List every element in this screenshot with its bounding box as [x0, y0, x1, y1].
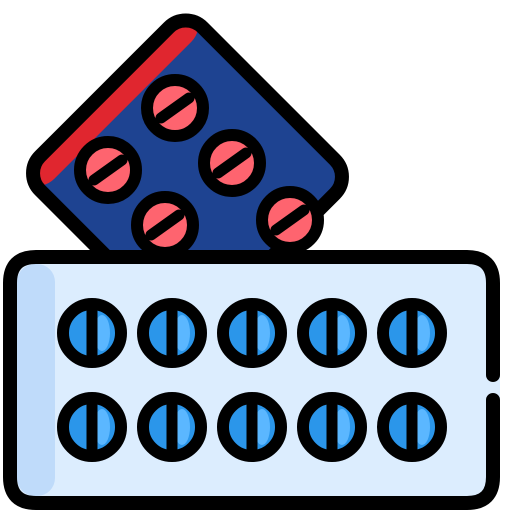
blue-pill — [217, 298, 287, 368]
red-pill — [74, 136, 142, 204]
front-pack-body — [10, 257, 500, 503]
blue-pill-group — [57, 298, 447, 462]
red-pill — [131, 191, 199, 259]
blue-pill — [137, 298, 207, 368]
blue-pill — [217, 392, 287, 462]
front-pack-outline — [3, 250, 500, 510]
blue-pill — [57, 298, 127, 368]
back-pack-red-edge — [29, 16, 198, 186]
blue-pill — [297, 392, 367, 462]
blue-pill — [57, 392, 127, 462]
blue-pill — [377, 298, 447, 368]
blue-pill — [297, 298, 367, 368]
front-blister-pack — [3, 250, 500, 510]
front-pack-shade — [17, 264, 55, 496]
red-pill-group — [74, 74, 324, 259]
blue-pill — [137, 392, 207, 462]
blue-pill — [377, 392, 447, 462]
red-pill — [141, 74, 209, 142]
red-pill — [256, 186, 324, 254]
red-pill — [198, 129, 266, 197]
